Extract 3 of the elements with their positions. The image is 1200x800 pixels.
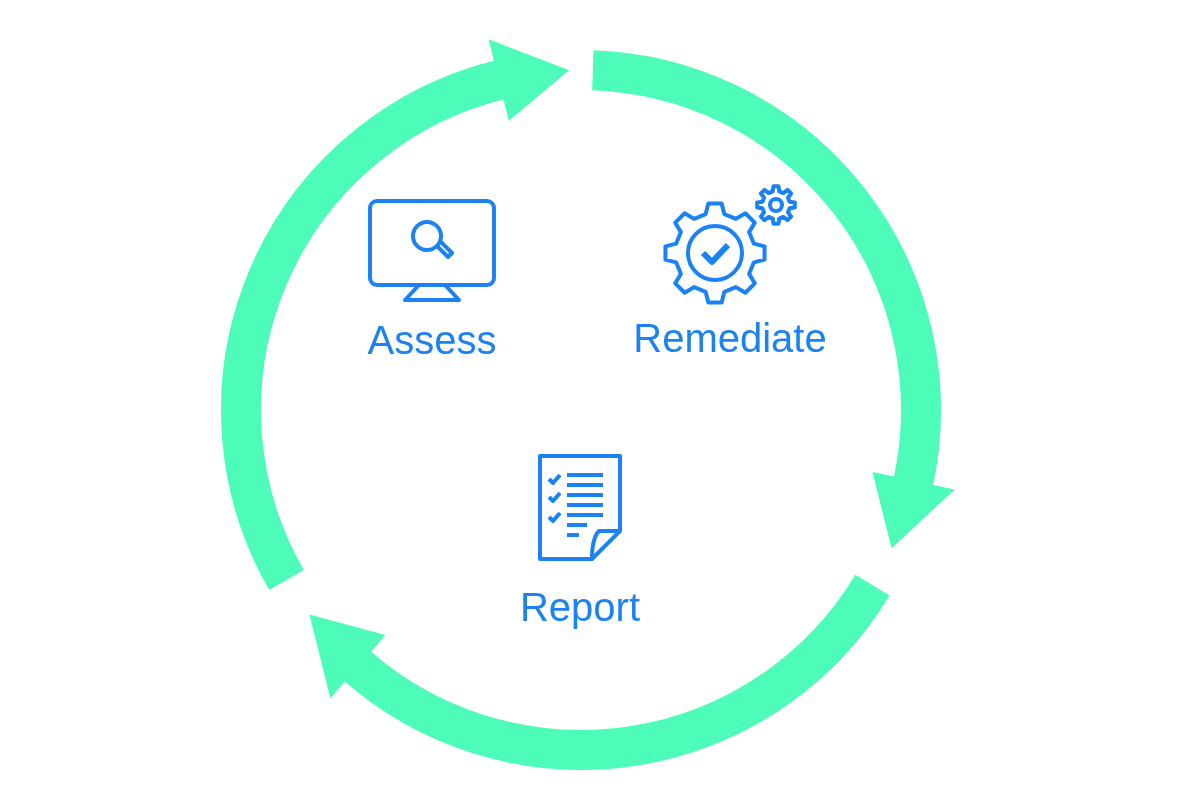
step-label: Assess bbox=[367, 318, 497, 362]
step-label: Report bbox=[519, 585, 641, 629]
step-label: Remediate bbox=[633, 316, 827, 360]
